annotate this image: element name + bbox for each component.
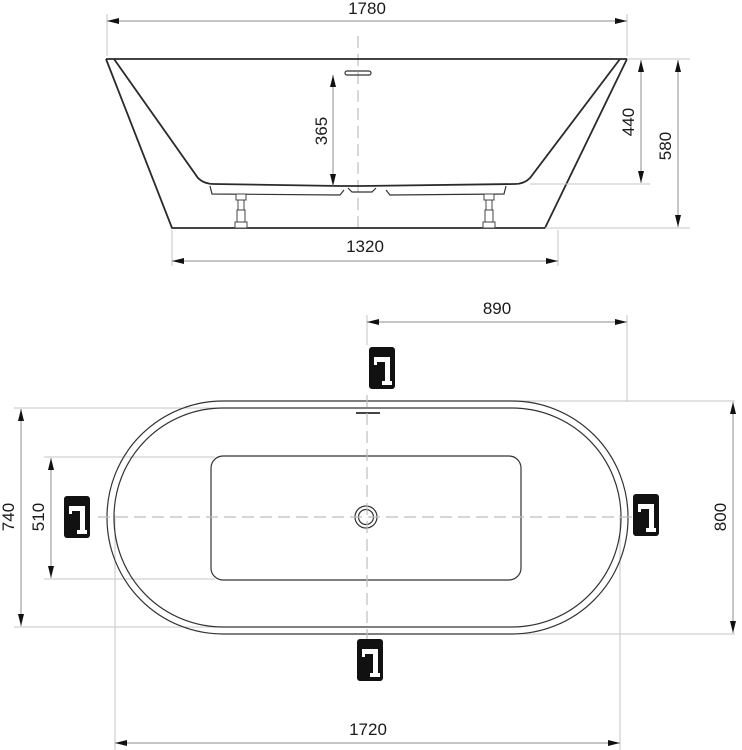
dimension-base-length: 1320: [172, 237, 558, 264]
dimension-overall-width: 800: [711, 402, 736, 633]
dimension-label-365: 365: [312, 117, 331, 145]
dimension-label-580: 580: [656, 132, 675, 160]
top-view: 890 740: [0, 299, 736, 750]
dimension-overall-length-side: 1780: [107, 0, 627, 24]
faucet-position-left-icon: [64, 496, 90, 538]
dimension-label-740: 740: [0, 503, 18, 531]
dimension-rim-width: 740: [0, 409, 24, 626]
tub-inner-basin: [113, 58, 621, 187]
side-view: 1780: [105, 0, 690, 266]
dimension-label-440: 440: [619, 108, 638, 136]
basin-floor: [210, 455, 522, 581]
faucet-position-top-icon: [369, 347, 395, 389]
dimension-interior-depth: 440: [619, 60, 644, 183]
tub-outer-shell: [105, 58, 628, 229]
faucet-position-bottom-icon: [357, 639, 383, 681]
support-leg-left: [234, 193, 248, 229]
support-leg-right: [482, 193, 496, 229]
overflow-icon: [344, 70, 372, 76]
dimension-label-1320: 1320: [346, 237, 384, 256]
dimension-label-1720: 1720: [349, 720, 387, 739]
faucet-position-right-icon: [633, 494, 659, 536]
dimension-overflow-depth: 365: [312, 75, 336, 186]
dimension-label-800: 800: [711, 503, 730, 531]
dimension-half-length: 890: [367, 299, 627, 325]
drain-notch: [347, 187, 377, 193]
tub-base-plate: [209, 185, 507, 196]
dimension-label-1780: 1780: [348, 0, 386, 18]
dimension-overall-height: 580: [656, 60, 681, 227]
dimension-basin-width: 510: [29, 458, 54, 578]
dimension-overall-length-top: 1720: [115, 720, 620, 746]
dimension-label-510: 510: [29, 503, 48, 531]
dimension-label-890: 890: [483, 299, 511, 318]
